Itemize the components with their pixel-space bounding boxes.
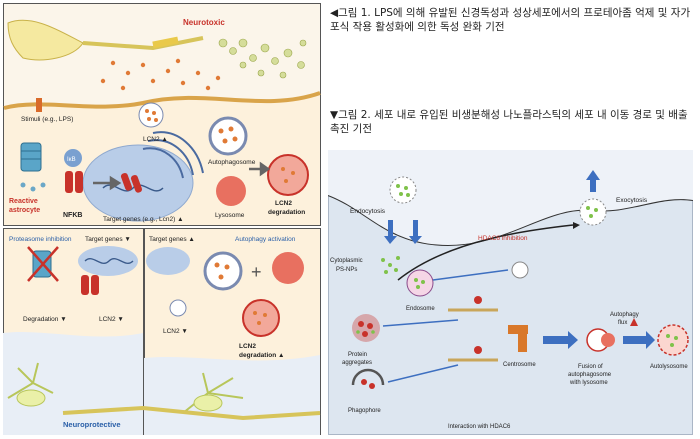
figure-1-caption: ◀그림 1. LPS에 의해 유발된 신경독성과 성상세포에서의 프로테아좀 억… — [330, 7, 691, 33]
proteasome-inhibition-label: Proteasome inhibition — [9, 236, 72, 243]
autophagosome-label: Autophagosome — [208, 159, 256, 166]
phagophore-label: Phagophore — [348, 408, 381, 414]
lcn2-down-label: LCN2 ▼ — [99, 316, 124, 323]
figure-1-diagram: Neurotoxic Stimuli (e.g., LPS) IκB NFKB … — [3, 3, 321, 435]
fusion-label-3: with lysosome — [569, 380, 608, 386]
neuroprotective-label: Neuroprotective — [63, 420, 121, 429]
reactive-label: Reactive — [9, 198, 38, 205]
autophagy-flux-label-1: Autophagy — [610, 312, 639, 318]
figure-2-caption: ▼그림 2. 세포 내로 유입된 비생분해성 나노플라스틱의 세포 내 이동 경… — [330, 109, 688, 135]
ps-nps-label: PS-NPs — [336, 267, 357, 273]
cytoplasmic-label: Cytoplasmic — [330, 258, 363, 264]
autophagy-activation-label: Autophagy activation — [235, 236, 296, 243]
ikb-label: IκB — [67, 157, 76, 163]
astrocyte-label: astrocyte — [9, 207, 40, 214]
lcn2-degradation-label-2: degradation — [268, 209, 305, 216]
interaction-hdac6-label: Interaction with HDAC6 — [448, 424, 511, 430]
lcn2-degradation-label-1: LCN2 — [275, 200, 292, 207]
endosome-label: Endosome — [406, 306, 435, 312]
lcn2-up-label: LCN2 ▲ — [143, 136, 168, 143]
autolysosome-label: Autolysosome — [650, 364, 688, 370]
target-genes-up-label: Target genes ▲ — [149, 236, 195, 243]
fusion-label-1: Fusion of — [578, 364, 603, 370]
lcn2-degradation-up-label-2: degradation ▲ — [239, 352, 284, 359]
centrosome-label: Centrosome — [503, 362, 536, 368]
target-genes-eg-label: Target genes (e.g., Lcn2) ▲ — [103, 216, 184, 223]
stimuli-label: Stimuli (e.g., LPS) — [21, 116, 73, 123]
lysosome-label: Lysosome — [215, 212, 245, 219]
neurotoxic-label: Neurotoxic — [183, 18, 225, 27]
endocytosis-label: Endocytosis — [350, 208, 386, 215]
exocytosis-label: Exocytosis — [616, 197, 648, 204]
figure-2-diagram: Endocytosis Exocytosis HDAC6 inhibition … — [328, 150, 693, 435]
protein-label: Protein — [348, 352, 367, 358]
degradation-down-label: Degradation ▼ — [23, 316, 67, 323]
hdac6-inhibition-label: HDAC6 inhibition — [478, 235, 528, 242]
aggregates-label: aggregates — [342, 360, 372, 366]
nfkb-label: NFKB — [63, 212, 82, 219]
proteasome-icon — [20, 142, 42, 172]
svg-text:+: + — [251, 262, 262, 282]
lcn2-down-label-2: LCN2 ▼ — [163, 328, 188, 335]
target-genes-down-label: Target genes ▼ — [85, 236, 131, 243]
fusion-label-2: autophagosome — [568, 372, 612, 378]
autophagy-flux-label-2: flux — [618, 320, 627, 326]
lcn2-degradation-up-label-1: LCN2 — [239, 343, 256, 350]
